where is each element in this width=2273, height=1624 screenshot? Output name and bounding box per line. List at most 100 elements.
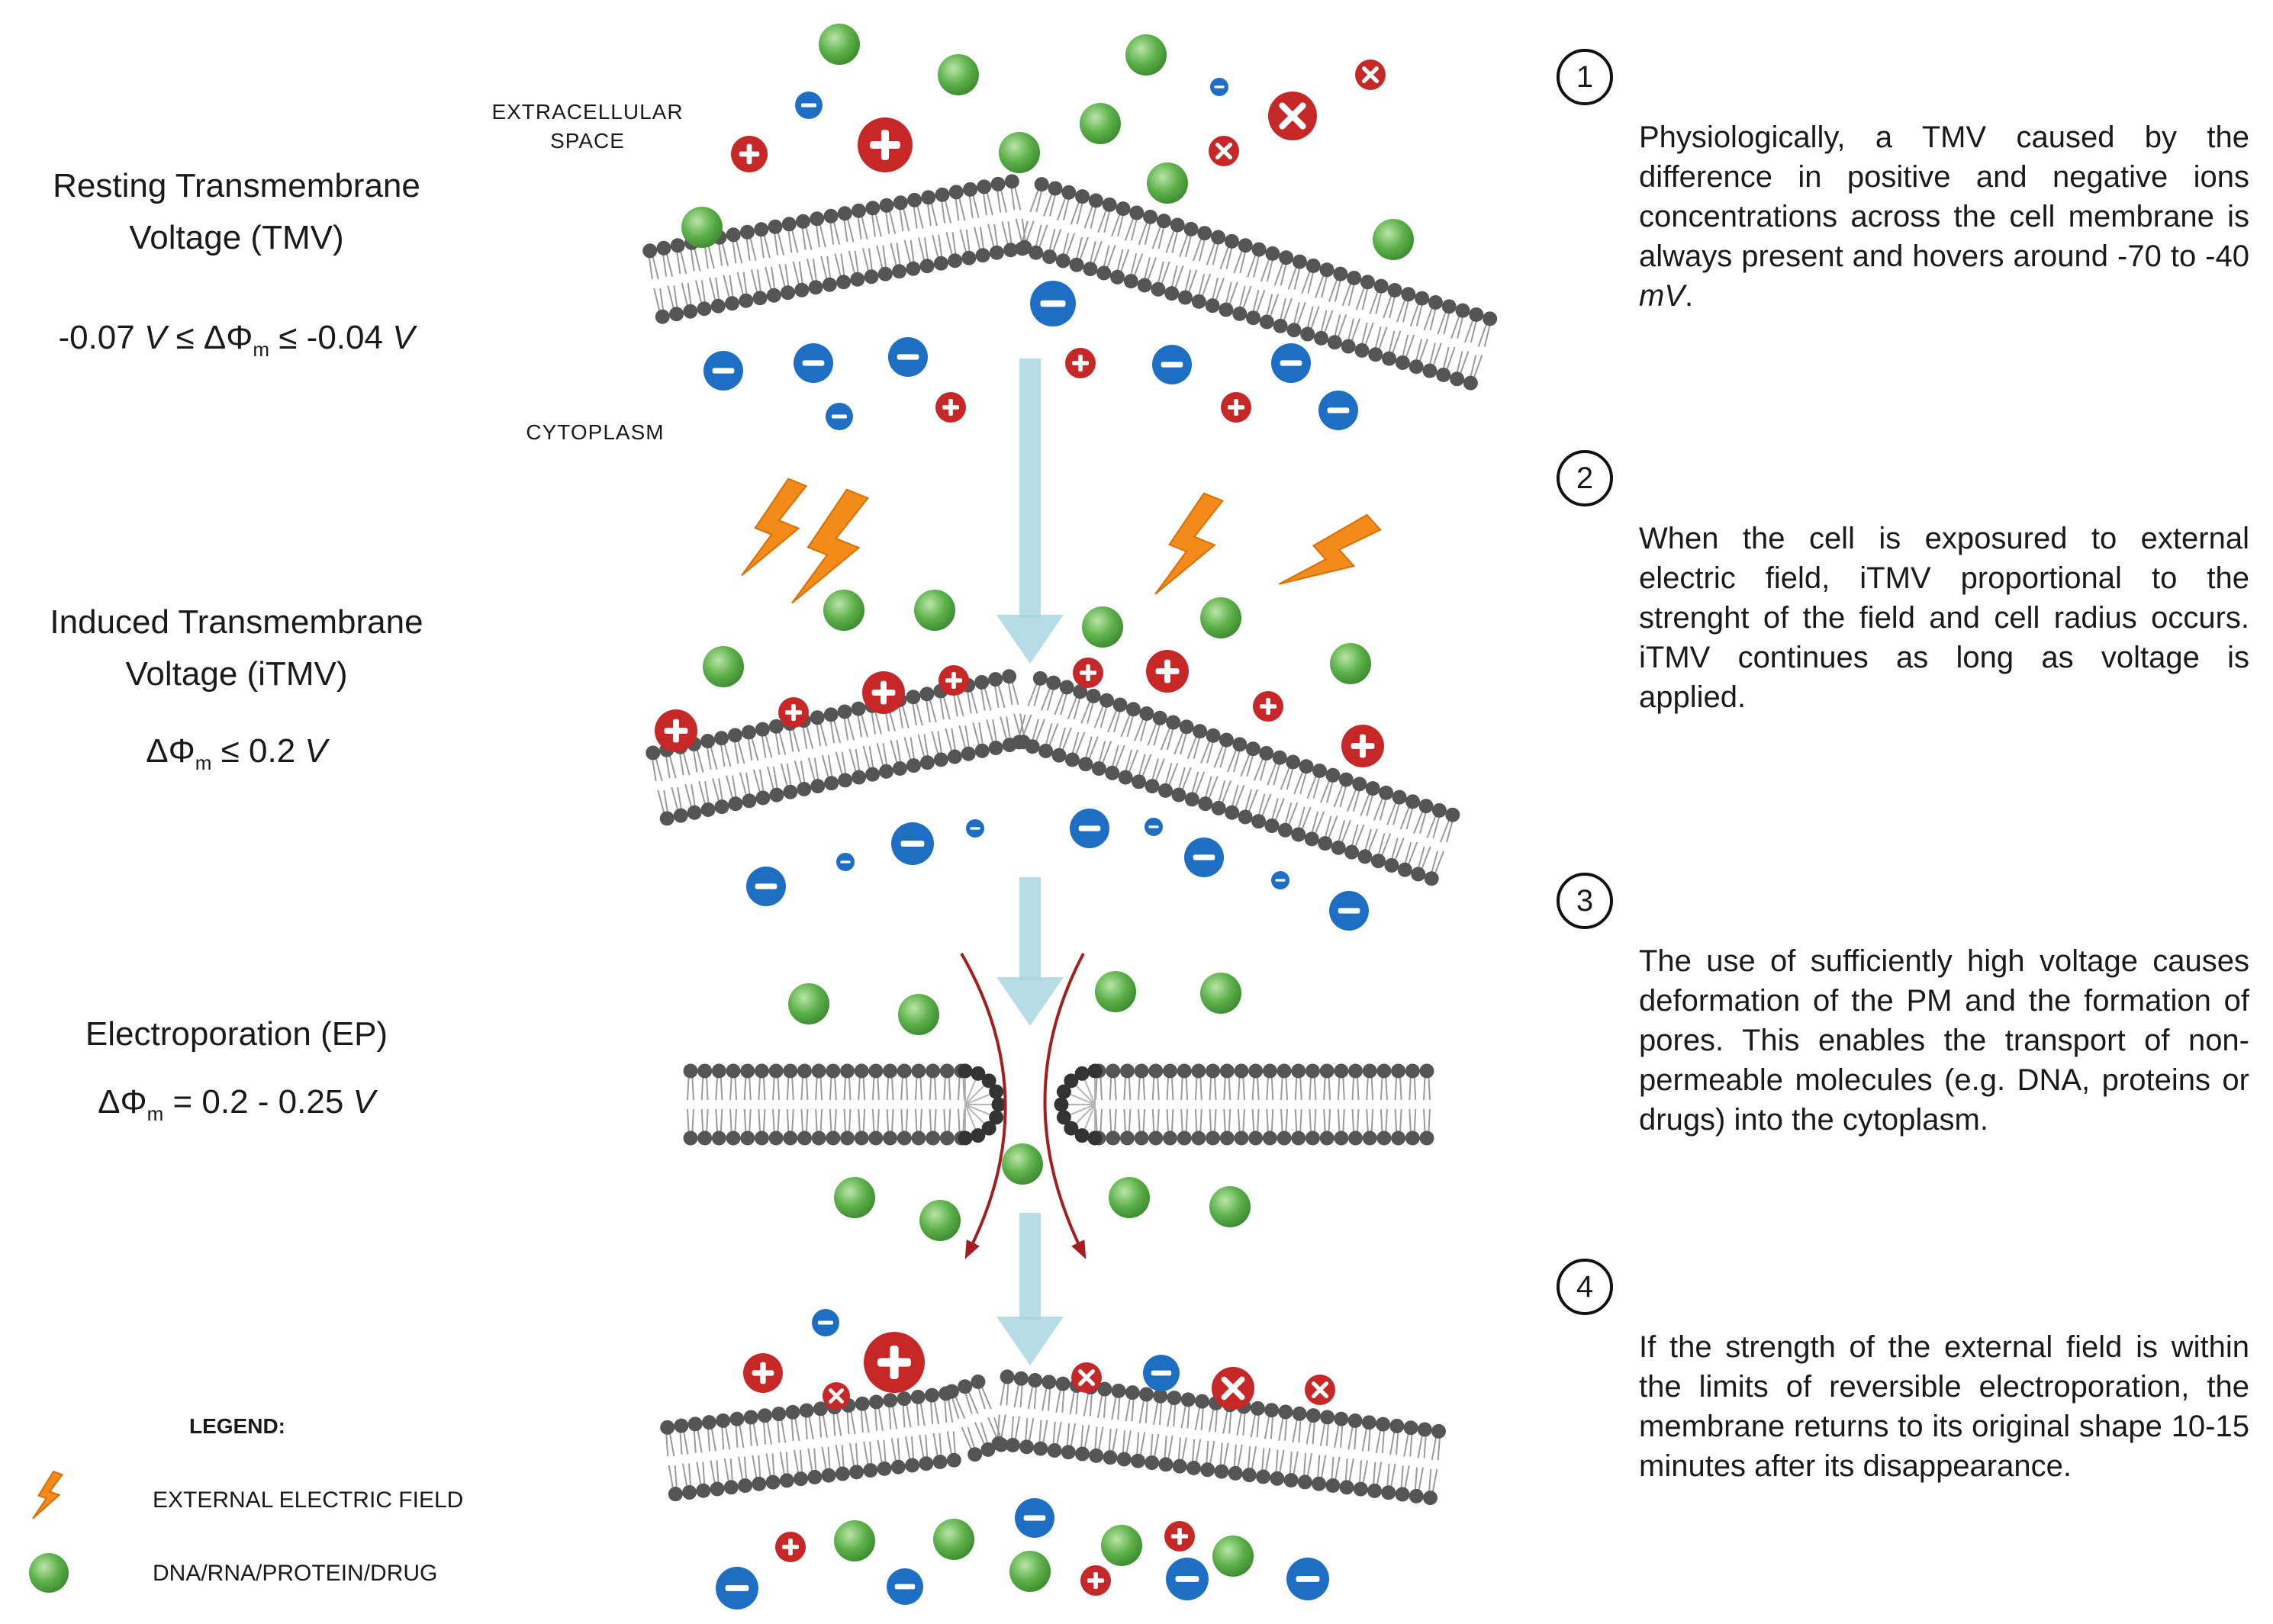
lipid-head <box>1228 1465 1243 1481</box>
lipid-head <box>1151 281 1166 297</box>
formula-part: ≤ 0.2 <box>211 732 305 770</box>
lipid-head <box>958 1379 973 1394</box>
lipid-head <box>646 745 661 761</box>
lipid-head <box>1116 1452 1132 1467</box>
lipid-head <box>1436 367 1451 382</box>
lipid-head <box>1048 181 1063 196</box>
lipid-head <box>1283 1473 1299 1488</box>
molecules <box>681 24 1414 1592</box>
lipid-head <box>1347 270 1362 285</box>
lipid-head <box>1004 174 1019 189</box>
stage1-title-line2: Voltage (TMV) <box>129 219 344 256</box>
cytoplasm-label: CYTOPLASM <box>526 420 665 444</box>
lipid-head <box>1088 193 1103 208</box>
lightning-bolt-icon <box>1154 492 1224 595</box>
dna-molecule <box>703 646 744 687</box>
lipid-head <box>1318 836 1333 851</box>
lipid-head <box>1038 743 1054 758</box>
lipid-head <box>797 781 812 796</box>
formula-part: ≤ ΔΦ <box>166 319 253 356</box>
lipid-head <box>1183 221 1199 236</box>
pore-arrow-right <box>1043 953 1087 1259</box>
lipid-head <box>974 674 990 690</box>
lipid-head <box>1089 1448 1104 1463</box>
lipid-head <box>1055 253 1070 269</box>
lipid-head <box>836 275 852 290</box>
lipid-head <box>1091 761 1106 777</box>
lipid-head <box>963 182 978 197</box>
lipid-head <box>919 259 935 274</box>
lipid-head <box>890 1459 906 1474</box>
lipid-head <box>1033 1441 1048 1456</box>
lipid-head <box>1167 1391 1182 1406</box>
lipid-head <box>1219 1130 1235 1146</box>
lipid-head <box>1225 805 1240 820</box>
lipid-head <box>1086 688 1101 703</box>
lipid-head <box>919 755 935 770</box>
lipid-head <box>1206 1063 1221 1079</box>
lipid-head <box>906 690 921 705</box>
lipid-head <box>1415 291 1430 306</box>
lipid-head <box>1055 1376 1070 1391</box>
lipid-head <box>958 1063 973 1079</box>
dna-molecule <box>999 132 1040 173</box>
lipid-head <box>687 1417 703 1432</box>
dna-molecule <box>819 24 860 65</box>
lipid-head <box>742 793 757 809</box>
lipid-head <box>710 298 726 314</box>
lipid-head <box>1417 1422 1432 1437</box>
lipid-head <box>1138 1387 1154 1402</box>
anion-icon <box>1318 391 1358 430</box>
dna-molecule <box>823 590 864 631</box>
lipid-head <box>1162 1063 1177 1079</box>
lipid-head <box>840 1130 855 1146</box>
lipid-head <box>1064 1073 1079 1089</box>
lipid-head <box>1205 298 1220 314</box>
lipid-head <box>1409 1488 1424 1503</box>
membrane-resting <box>642 174 1498 391</box>
lipid-head <box>1103 1450 1118 1465</box>
lipid-head <box>783 1130 798 1146</box>
lipid-head <box>1334 1411 1349 1426</box>
lipid-head <box>1074 1066 1090 1081</box>
lipid-head <box>1110 269 1125 285</box>
lipid-head <box>711 1130 726 1146</box>
formula-part: ΔΦ <box>146 732 195 770</box>
membrane-pore-right <box>1054 1063 1434 1146</box>
lipid-head <box>1419 1063 1434 1079</box>
lipid-head <box>906 261 921 276</box>
lipid-head <box>1405 1063 1420 1079</box>
formula-part: = 0.2 - 0.25 <box>163 1083 353 1121</box>
lipid-head <box>981 1121 996 1136</box>
lipid-head <box>1314 330 1329 346</box>
lipid-head <box>1376 1063 1392 1079</box>
formula-unit: V <box>353 1083 375 1121</box>
lipid-head <box>1361 1415 1376 1430</box>
anion-icon <box>795 92 823 119</box>
lipid-head <box>1367 1483 1383 1498</box>
anion-icon <box>826 403 853 430</box>
lipid-head <box>1119 1063 1135 1079</box>
lipid-head <box>1015 241 1030 256</box>
anion-icon <box>836 853 855 871</box>
cation-icon <box>731 136 768 172</box>
cation-icon <box>1164 1521 1195 1552</box>
lipid-head <box>1129 205 1145 220</box>
lipid-head <box>754 1063 769 1079</box>
lipid-head <box>1180 1392 1196 1407</box>
lipid-head <box>1134 1063 1149 1079</box>
step2-description: When the cell is exposured to external e… <box>1639 522 2249 714</box>
lipid-head <box>1061 1445 1076 1460</box>
lipid-head <box>877 1461 892 1476</box>
lipid-head <box>1297 1474 1312 1490</box>
lipid-head <box>980 1442 996 1457</box>
formula-subscript: m <box>253 337 270 361</box>
anion-icon <box>746 867 786 906</box>
dna-molecule <box>1200 973 1241 1014</box>
lipid-head <box>981 1073 996 1089</box>
lipid-head <box>1158 1457 1174 1472</box>
lipid-head <box>1483 311 1498 326</box>
extracellular-line2: SPACE <box>550 129 625 153</box>
extracellular-line1: EXTRACELLULAR <box>491 100 684 124</box>
